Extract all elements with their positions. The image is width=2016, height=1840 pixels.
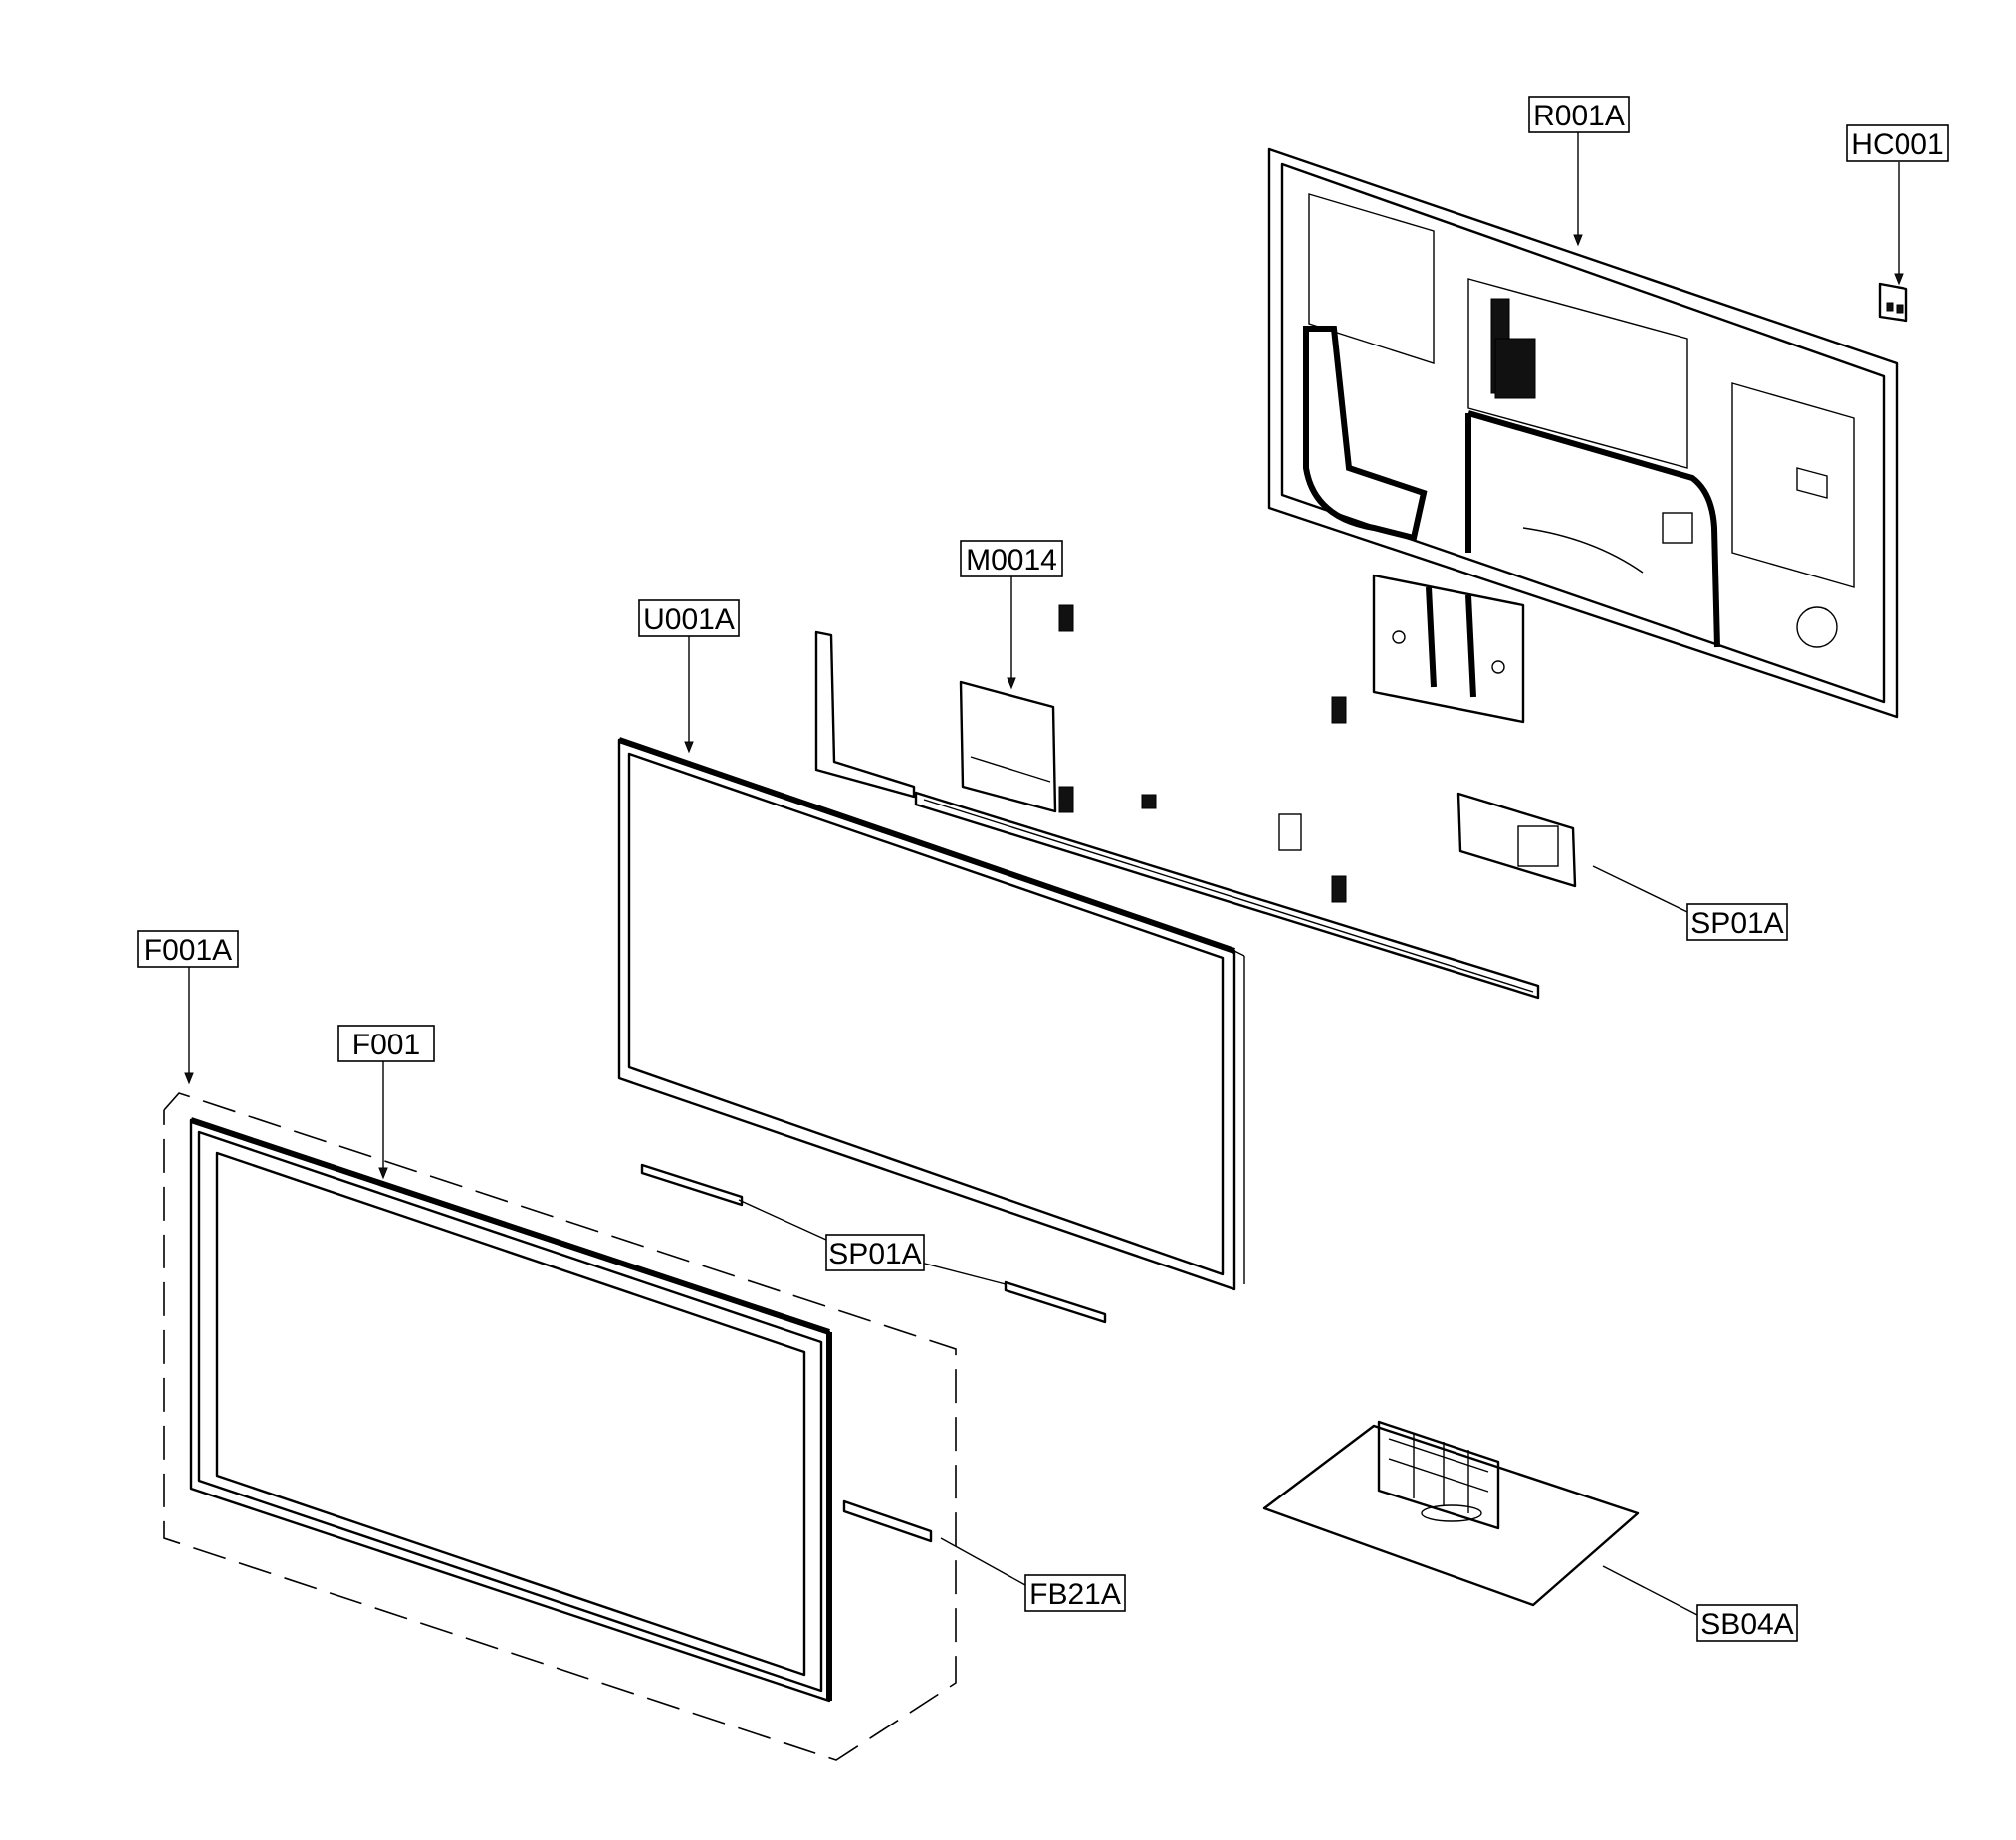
rear-cover-part — [1267, 147, 1899, 719]
label-f001: F001 — [337, 1025, 435, 1062]
label-sp01a-bottom-text: SP01A — [828, 1238, 921, 1270]
front-bezel-part — [189, 1117, 832, 1703]
label-r001a: R001A — [1528, 96, 1630, 133]
label-m0014: M0014 — [960, 540, 1063, 577]
label-fb21a: FB21A — [1024, 1574, 1126, 1612]
label-fb21a-text: FB21A — [1029, 1578, 1121, 1611]
clip-parts — [1058, 604, 1347, 903]
label-r001a-text: R001A — [1533, 100, 1625, 132]
label-hc001-text: HC001 — [1851, 128, 1943, 161]
speaker-part-bottom — [640, 1163, 1107, 1324]
label-sb04a-text: SB04A — [1700, 1608, 1793, 1641]
label-f001a: F001A — [137, 930, 239, 968]
speaker-part-right — [1456, 792, 1577, 888]
l-bracket-part — [814, 630, 916, 799]
long-rail-part — [914, 791, 1540, 1000]
label-f001-text: F001 — [352, 1029, 420, 1061]
label-u001a-text: U001A — [643, 603, 735, 636]
label-sp01a-right: SP01A — [1686, 903, 1788, 941]
label-m0014-text: M0014 — [966, 544, 1057, 576]
lcd-panel-part — [617, 737, 1245, 1291]
main-board-part — [959, 680, 1057, 813]
hc001-part — [1878, 282, 1908, 323]
rear-bracket-part — [1372, 574, 1525, 724]
fb21a-part — [842, 1499, 933, 1543]
stand-part — [1262, 1420, 1640, 1607]
front-assembly-outline — [163, 1092, 957, 1761]
leader-lines — [184, 129, 1904, 1616]
label-sp01a-bottom: SP01A — [825, 1234, 925, 1271]
label-f001a-text: F001A — [144, 934, 232, 967]
label-u001a: U001A — [638, 599, 740, 637]
label-sb04a: SB04A — [1696, 1604, 1798, 1642]
label-hc001: HC001 — [1846, 124, 1949, 162]
label-sp01a-right-text: SP01A — [1690, 907, 1783, 940]
